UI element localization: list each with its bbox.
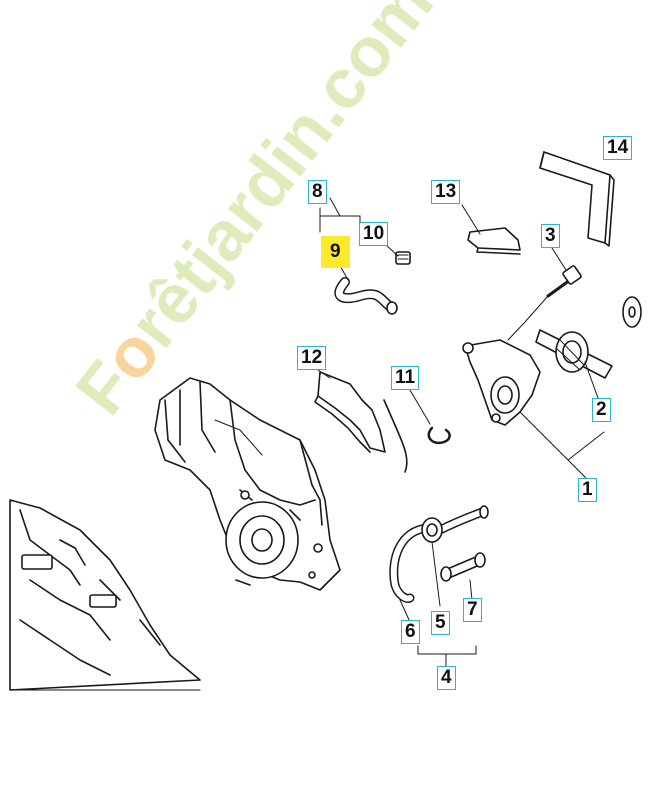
washer xyxy=(622,296,642,328)
callout-13: 13 xyxy=(431,180,461,204)
part-13-plate xyxy=(461,204,521,255)
callout-7: 7 xyxy=(463,598,482,622)
callout-14: 14 xyxy=(603,136,633,160)
callout-9: 9 xyxy=(321,236,350,268)
crankcase-body xyxy=(154,377,341,591)
part-4-bracket xyxy=(417,645,477,669)
callout-12: 12 xyxy=(297,346,327,370)
part-1-oil-pump xyxy=(462,339,605,479)
part-6-hose xyxy=(389,505,489,623)
callout-3: 3 xyxy=(541,224,560,248)
callout-1: 1 xyxy=(578,478,597,502)
lower-housing xyxy=(9,499,201,691)
part-2-gear xyxy=(535,329,613,399)
callout-5: 5 xyxy=(431,611,450,635)
part-8-bracket xyxy=(319,197,361,233)
part-5-grommet xyxy=(421,517,443,607)
part-12-cover xyxy=(314,369,386,453)
part-11-clip xyxy=(383,389,451,473)
callout-2: 2 xyxy=(592,398,611,422)
part-10-screw xyxy=(384,243,411,265)
callout-11: 11 xyxy=(391,366,420,390)
part-9-hose xyxy=(334,261,398,315)
callout-8: 8 xyxy=(308,180,327,204)
callout-10: 10 xyxy=(359,222,389,246)
part-14-plate xyxy=(539,151,615,247)
callout-6: 6 xyxy=(401,620,420,644)
part-7-fitting xyxy=(440,552,486,601)
part-3-bolt xyxy=(507,247,582,341)
callout-4: 4 xyxy=(437,666,456,690)
